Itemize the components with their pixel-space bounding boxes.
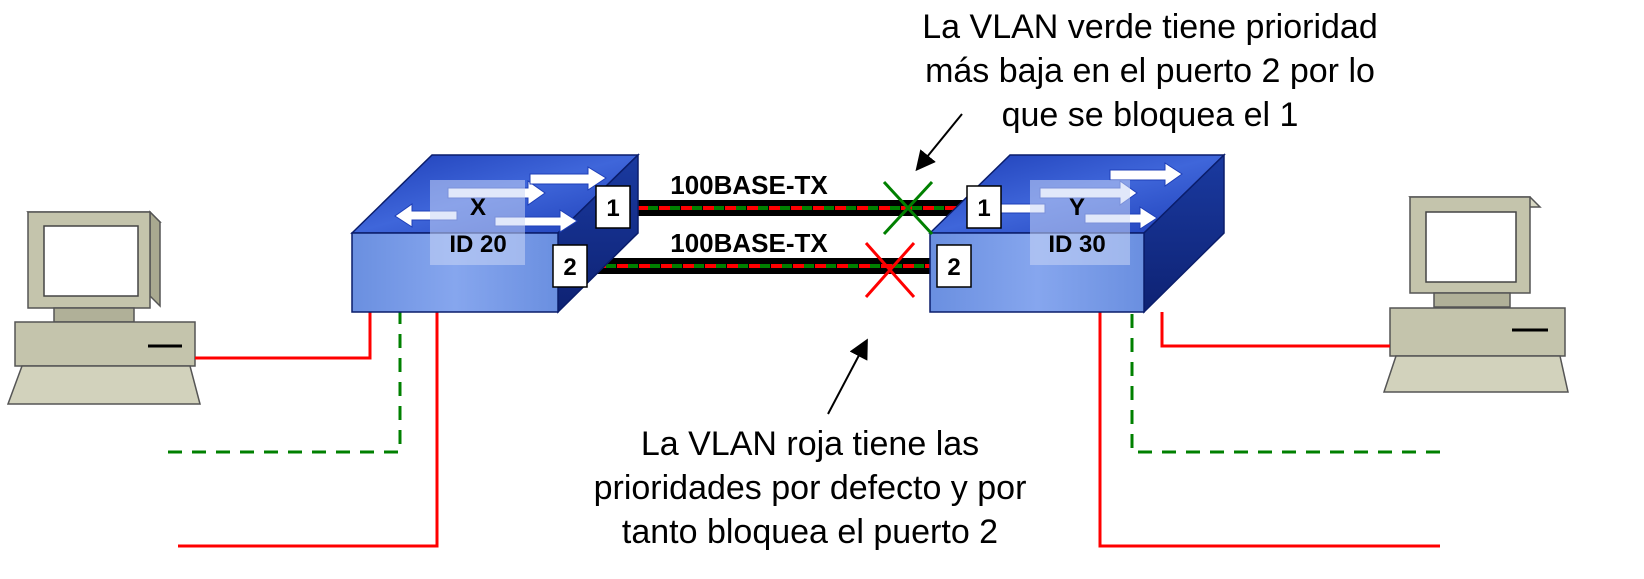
computer-right-icon: [1382, 196, 1569, 393]
note-bottom-line-3: tanto bloquea el puerto 2: [621, 513, 999, 551]
note-top-line-2: más baja en el puerto 2 por lo: [925, 52, 1375, 90]
green-link-right: [1130, 312, 1440, 454]
switch-x-name: X: [470, 194, 486, 221]
switch-y-port-2-label: 2: [947, 254, 960, 281]
switch-y: [928, 153, 1226, 314]
switch-x-port-2-label: 2: [563, 254, 576, 281]
green-link-left: [168, 312, 402, 454]
switch-x-port-2[interactable]: [552, 244, 588, 288]
trunk-link-1: [615, 200, 995, 216]
switch-x-id: ID 20: [449, 231, 506, 258]
note-bottom-line-2: prioridades por defecto y por: [593, 469, 1027, 507]
pointer-arrow-top: [915, 113, 963, 172]
red-link-left: [178, 312, 439, 548]
trunk-link-2: [595, 258, 975, 274]
switch-y-port-1[interactable]: [966, 185, 1002, 229]
note-bottom-line-1: La VLAN roja tiene las: [640, 425, 980, 463]
access-links: [168, 312, 1440, 548]
red-block-cross-icon: [864, 242, 916, 298]
red-link-right-pc: [1160, 312, 1390, 348]
link-top-label: 100BASE-TX: [670, 170, 828, 200]
note-top: La VLAN verde tiene prioridad más baja e…: [860, 5, 1440, 137]
note-bottom: La VLAN roja tiene las prioridades por d…: [520, 422, 1100, 554]
computer-left-icon: [6, 210, 201, 405]
switch-x: [350, 153, 640, 314]
note-top-line-1: La VLAN verde tiene prioridad: [922, 8, 1378, 46]
switch-y-id: ID 30: [1048, 231, 1105, 258]
switch-y-port-2[interactable]: [936, 244, 972, 288]
switch-y-name: Y: [1069, 194, 1085, 221]
green-block-cross-icon: [882, 180, 934, 236]
link-bottom-label: 100BASE-TX: [670, 228, 828, 258]
red-link-left-pc: [195, 312, 372, 360]
note-top-line-3: que se bloquea el 1: [1001, 96, 1299, 134]
pointer-arrow-bottom: [827, 338, 868, 415]
switch-y-port-1-label: 1: [977, 195, 990, 222]
switch-x-port-1[interactable]: [595, 185, 631, 229]
switch-x-port-1-label: 1: [606, 195, 619, 222]
red-link-right: [1098, 312, 1440, 548]
